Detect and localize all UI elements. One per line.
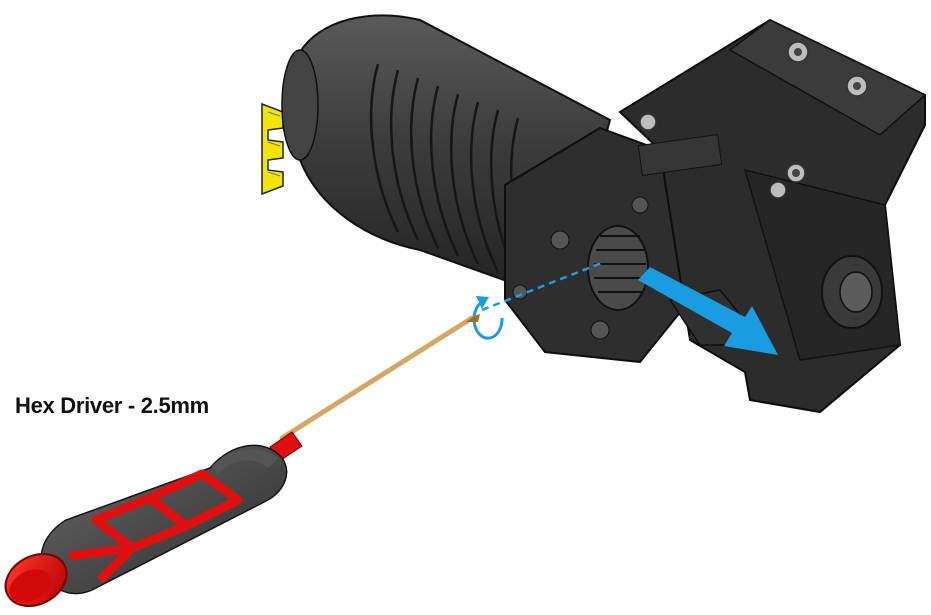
motor-connector [261,102,284,196]
rotate-ccw-icon [472,296,504,340]
hex-driver-icon [4,314,480,607]
pinion-gear [587,225,649,311]
alignment-guide [481,260,605,312]
arrow-right-icon [638,267,778,355]
tool-label: Hex Driver - 2.5mm [15,393,209,418]
